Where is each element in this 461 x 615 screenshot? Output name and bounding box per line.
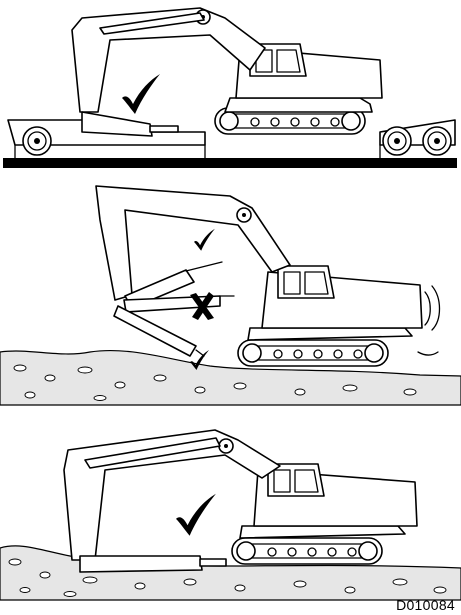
- trailer-wheel-rear-2: [423, 127, 451, 155]
- check-mark-panel-1: [122, 74, 160, 114]
- breaker-panel-2: [114, 306, 196, 356]
- breaker-panel-1: [82, 112, 152, 136]
- breaker-panel-3: [80, 556, 202, 572]
- panel-breaker-angle: [0, 186, 461, 405]
- panel-transport: [3, 8, 457, 168]
- figure-code: D010084: [396, 597, 455, 613]
- track-panel-3: [232, 538, 382, 564]
- ground-panel-2: [0, 351, 461, 405]
- panel-breaker-flat: [0, 430, 461, 600]
- track-panel-2: [238, 340, 388, 366]
- trailer-wheel-rear-1: [383, 127, 411, 155]
- trailer-wheel-front: [23, 127, 51, 155]
- check-mark-panel-3: [176, 494, 216, 536]
- trailer-deck: [3, 158, 457, 168]
- check-mark-panel-2-top: [194, 229, 215, 251]
